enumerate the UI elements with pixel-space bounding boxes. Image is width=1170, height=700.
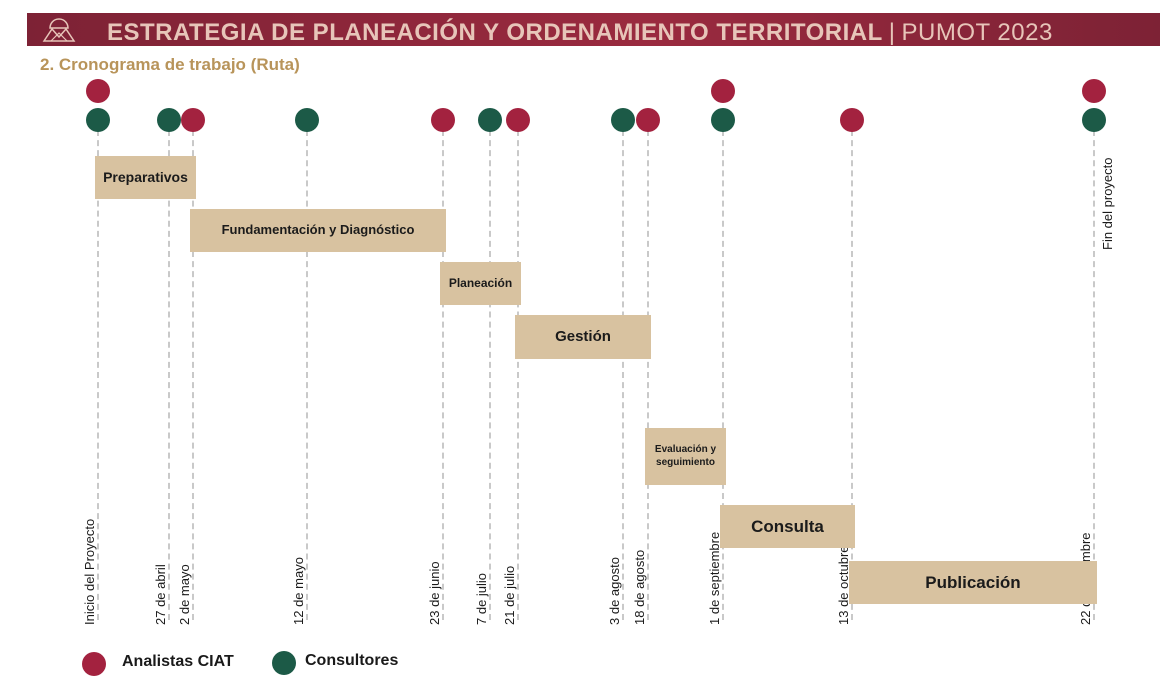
milestone-line-21-de-julio xyxy=(517,130,519,620)
milestone-label-7-de-julio: 7 de julio xyxy=(474,572,489,625)
milestone-line-18-de-agosto xyxy=(647,130,649,620)
legend-consultores-dot xyxy=(272,651,296,675)
milestone-label-2-de-mayo: 2 de mayo xyxy=(177,564,192,625)
milestone-label-3-de-agosto: 3 de agosto xyxy=(607,557,622,625)
phase-bar-preparativos: Preparativos xyxy=(95,156,196,199)
milestone-label-18-de-agosto: 18 de agosto xyxy=(632,549,647,625)
marker-analistas-21-de-julio xyxy=(506,108,530,132)
header-main-title: ESTRATEGIA DE PLANEACIÓN Y ORDENAMIENTO … xyxy=(107,19,883,46)
marker-consultores-1-de-septiembre xyxy=(711,108,735,132)
phase-bar-gestion: Gestión xyxy=(515,315,651,359)
marker-analistas-1-de-septiembre xyxy=(711,79,735,103)
legend-analistas-dot xyxy=(82,652,106,676)
header-banner: ESTRATEGIA DE PLANEACIÓN Y ORDENAMIENTO … xyxy=(27,13,1160,46)
marker-consultores-inicio-del-proyecto xyxy=(86,108,110,132)
phase-bar-consulta: Consulta xyxy=(720,505,855,548)
marker-consultores-7-de-julio xyxy=(478,108,502,132)
marker-analistas-18-de-agosto xyxy=(636,108,660,132)
milestone-line-inicio-del-proyecto xyxy=(97,130,99,620)
milestone-line-27-de-abril xyxy=(168,130,170,620)
marker-analistas-inicio-del-proyecto xyxy=(86,79,110,103)
milestone-line-3-de-agosto xyxy=(622,130,624,620)
emblem-logo-icon xyxy=(42,18,76,42)
milestone-line-12-de-mayo xyxy=(306,130,308,620)
section-title: 2. Cronograma de trabajo (Ruta) xyxy=(40,55,300,74)
legend-analistas-label: Analistas CIAT xyxy=(122,653,234,670)
marker-consultores-27-de-abril xyxy=(157,108,181,132)
milestone-line-22-de-diciembre xyxy=(1093,130,1095,620)
milestone-line-2-de-mayo xyxy=(192,130,194,620)
milestone-line-13-de-octubre xyxy=(851,130,853,620)
milestone-line-23-de-junio xyxy=(442,130,444,620)
phase-bar-planeacion: Planeación xyxy=(440,262,521,305)
legend-consultores-label: Consultores xyxy=(305,652,399,669)
marker-consultores-22-de-diciembre xyxy=(1082,108,1106,132)
header-separator: | xyxy=(888,19,896,46)
marker-analistas-22-de-diciembre xyxy=(1082,79,1106,103)
phase-bar-fundamentacion-y-diagnostico: Fundamentación y Diagnóstico xyxy=(190,209,446,252)
phase-bar-publicacion: Publicación xyxy=(849,561,1097,604)
header-title: ESTRATEGIA DE PLANEACIÓN Y ORDENAMIENTO … xyxy=(107,19,1053,46)
milestone-top-label: Fin del proyecto xyxy=(1100,157,1115,251)
milestone-label-inicio-del-proyecto: Inicio del Proyecto xyxy=(82,518,97,625)
phase-bar-evaluacion-y-seguimiento: Evaluación y seguimiento xyxy=(645,428,726,485)
header-subtitle: PUMOT 2023 xyxy=(901,19,1053,46)
marker-analistas-13-de-octubre xyxy=(840,108,864,132)
marker-analistas-2-de-mayo xyxy=(181,108,205,132)
marker-consultores-12-de-mayo xyxy=(295,108,319,132)
milestone-line-7-de-julio xyxy=(489,130,491,620)
milestone-label-12-de-mayo: 12 de mayo xyxy=(291,557,306,625)
milestone-line-1-de-septiembre xyxy=(722,130,724,620)
marker-analistas-23-de-junio xyxy=(431,108,455,132)
marker-consultores-3-de-agosto xyxy=(611,108,635,132)
milestone-label-21-de-julio: 21 de julio xyxy=(502,565,517,625)
milestone-label-27-de-abril: 27 de abril xyxy=(153,564,168,625)
milestone-label-23-de-junio: 23 de junio xyxy=(427,561,442,625)
